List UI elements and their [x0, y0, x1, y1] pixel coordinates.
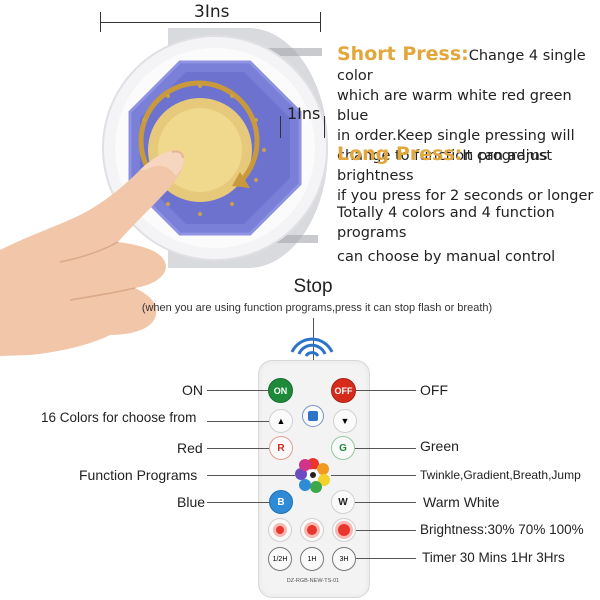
short-press-line1: Change 4 single color [337, 48, 586, 84]
function-programs-flower-icon[interactable] [294, 456, 332, 494]
long-press-line1: It can adjust brightness [337, 148, 553, 184]
stop-button[interactable] [302, 405, 324, 427]
summary-line1: Totally 4 colors and 4 function programs [337, 205, 555, 241]
short-press-heading: Short Press: [337, 43, 469, 65]
red-callout-line [207, 448, 269, 449]
dim-sun-icon [276, 526, 284, 534]
blue-callout-line [207, 502, 269, 503]
warm-white-callout-line [355, 502, 416, 503]
effects-label: Twinkle,Gradient,Breath,Jump [420, 468, 581, 482]
brightness-label: Brightness:30% 70% 100% [420, 522, 584, 537]
function-programs-label: Function Programs [79, 467, 198, 483]
on-button[interactable]: ON [268, 378, 293, 403]
red-label: Red [177, 440, 203, 456]
stop-note: (when you are using function programs,pr… [141, 302, 493, 314]
short-press-line2: which are warm white red green blue [337, 88, 572, 124]
short-press-line4: change to function programs [337, 148, 548, 164]
short-press-block: Short Press:Change 4 single color which … [337, 44, 597, 166]
width-dimension-tick-right [320, 12, 321, 32]
off-callout-line [356, 390, 416, 391]
brightness-100-button[interactable] [332, 518, 356, 542]
brightness-70-button[interactable] [300, 518, 324, 542]
long-press-line2: if you press for 2 seconds or longer [337, 188, 594, 204]
width-dimension-label: 3Ins [192, 2, 232, 22]
on-callout-line [207, 390, 268, 391]
colors16-callout-line [207, 421, 269, 422]
on-label: ON [182, 382, 203, 398]
timer-30-button[interactable]: 1/2H [268, 547, 292, 571]
off-button[interactable]: OFF [331, 378, 356, 403]
green-label: Green [420, 438, 459, 454]
short-press-line3: in order.Keep single pressing will [337, 128, 575, 144]
depth-dimension-tick-right [324, 116, 325, 138]
color-up-button[interactable]: ▲ [269, 409, 293, 433]
remote-model-label: DZ-RGB-NEW-TS-01 [286, 578, 340, 584]
medium-sun-icon [307, 525, 317, 535]
timer-callout-line [356, 558, 416, 559]
function-right-callout-line [331, 475, 416, 476]
bright-sun-icon [338, 524, 350, 536]
timer-label: Timer 30 Mins 1Hr 3Hrs [422, 550, 565, 565]
timer-1h-button[interactable]: 1H [300, 547, 324, 571]
stop-icon [308, 411, 318, 421]
warm-white-button[interactable]: W [331, 490, 355, 514]
width-dimension-line [100, 22, 320, 23]
blue-button[interactable]: B [269, 490, 293, 514]
depth-dimension-label: 1Ins [287, 104, 321, 123]
brightness-30-button[interactable] [268, 518, 292, 542]
brightness-callout-line [356, 530, 416, 531]
summary-block: Totally 4 colors and 4 function programs… [337, 203, 599, 267]
summary-line2: can choose by manual control [337, 249, 556, 265]
width-dimension-tick-left [100, 12, 101, 32]
warm-white-label: Warm White [423, 494, 500, 510]
signal-wave-icon [290, 337, 334, 357]
function-left-callout-line [207, 475, 295, 476]
puck-light-illustration [0, 28, 328, 356]
long-press-heading: Long Press: [337, 143, 463, 165]
depth-dimension-tick-left [280, 116, 281, 138]
red-button[interactable]: R [269, 436, 293, 460]
long-press-block: Long Press:It can adjust brightness if y… [337, 144, 597, 206]
stop-pointer-line [313, 318, 314, 380]
stop-title: Stop [293, 276, 333, 297]
blue-label: Blue [177, 494, 206, 510]
off-label: OFF [420, 382, 448, 398]
colors16-label: 16 Colors for choose from [41, 410, 197, 425]
timer-3h-button[interactable]: 3H [332, 547, 356, 571]
color-down-button[interactable]: ▼ [333, 409, 357, 433]
green-button[interactable]: G [331, 436, 355, 460]
green-callout-line [355, 448, 416, 449]
